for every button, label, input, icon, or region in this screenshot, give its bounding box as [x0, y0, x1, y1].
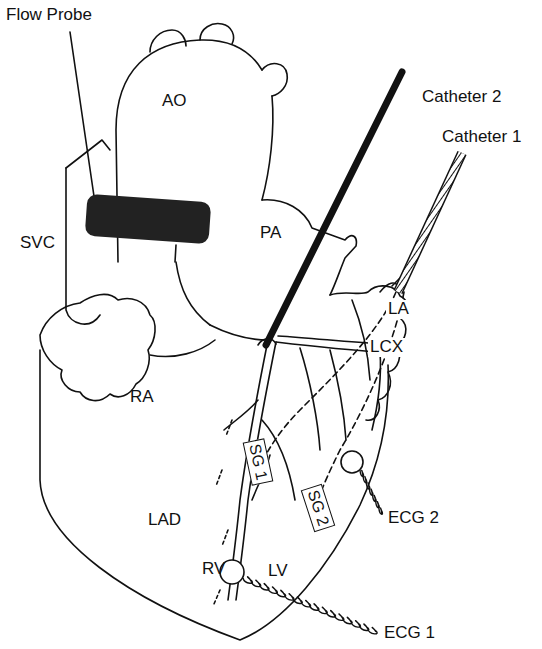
marginal-branch	[300, 348, 320, 450]
electrode-label: ECG 2	[386, 509, 441, 528]
ra-outline	[40, 294, 155, 400]
lcx-branch	[372, 352, 381, 430]
gauge-label: SG 1	[246, 442, 271, 481]
vessel-label: PA	[258, 224, 283, 243]
strain-gauge-box: SG 1	[243, 438, 274, 486]
artery-label: LAD	[146, 511, 183, 530]
aorta-outline	[175, 245, 176, 262]
chamber-label: RA	[128, 388, 156, 407]
catheter-1	[398, 153, 462, 292]
vessel-label: SVC	[18, 234, 57, 253]
ecg-lead-coil	[360, 470, 382, 514]
ecg-electrode	[341, 451, 363, 473]
probe-lead	[70, 32, 96, 210]
strain-gauge-box: SG 2	[301, 484, 336, 533]
ventricle-outline	[40, 350, 388, 640]
catheter-path	[318, 292, 404, 500]
pa-outline	[176, 262, 210, 325]
chamber-label: RV	[200, 560, 227, 579]
gauge-label: SG 2	[304, 488, 332, 528]
artery-label: LCX	[368, 338, 405, 357]
pa-outline	[210, 325, 268, 340]
aorta-outline	[262, 96, 273, 200]
catheter-2	[266, 72, 402, 345]
pa-outline	[262, 200, 356, 295]
catheter-1-outline	[398, 153, 462, 292]
aortic-branch	[262, 64, 287, 96]
marginal-branch	[330, 350, 346, 440]
catheter-label: Catheter 1	[440, 128, 523, 147]
chamber-label: AO	[160, 92, 189, 111]
chamber-label: LV	[266, 562, 290, 581]
ventricle-outline	[150, 340, 215, 357]
probe-label: Flow Probe	[4, 6, 94, 25]
lcx-artery	[278, 336, 382, 344]
ecg-lead-coil	[243, 577, 377, 634]
electrode-label: ECG 1	[382, 624, 437, 643]
aortic-branch	[150, 30, 186, 52]
chamber-label: LA	[386, 300, 411, 319]
catheter-label: Catheter 2	[420, 88, 503, 107]
aortic-branch	[200, 24, 234, 44]
flow-probe	[85, 194, 212, 245]
